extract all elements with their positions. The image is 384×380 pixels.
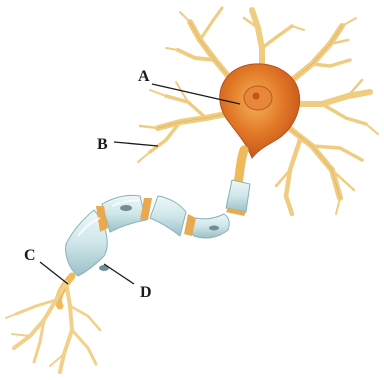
leader-line-c [40,262,68,284]
leader-line-d [104,264,134,284]
label-b: B [97,136,108,153]
myelin-sheath [66,180,250,276]
cell-body [220,64,300,158]
schwann-nucleus [120,205,132,211]
label-d: D [140,284,152,301]
leader-line-b [114,142,158,146]
label-c: C [24,247,36,264]
axon-terminals [6,282,100,372]
label-a: A [138,68,150,85]
